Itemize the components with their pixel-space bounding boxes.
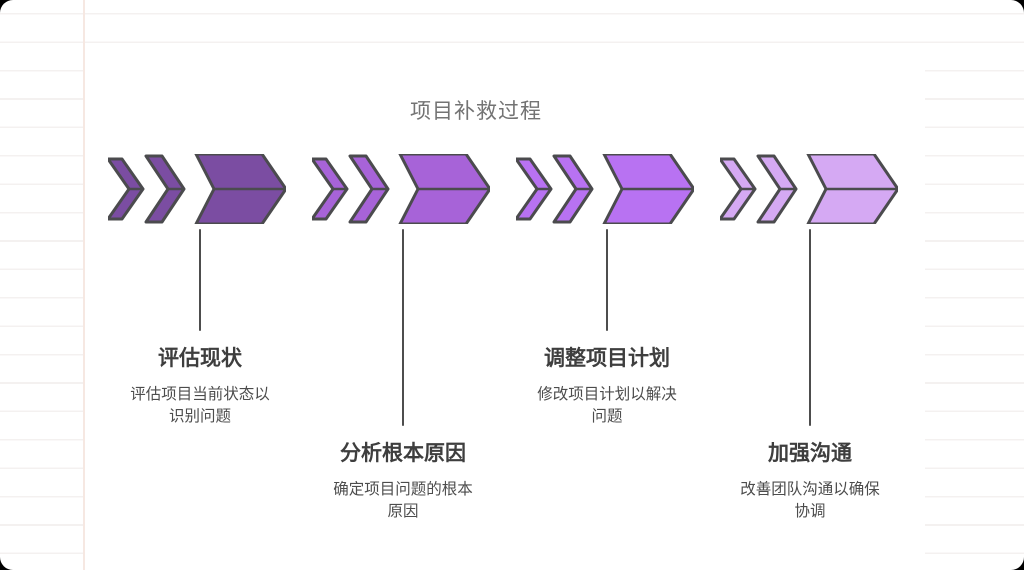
connector-line <box>199 229 201 331</box>
step-heading: 分析根本原因 <box>340 442 466 465</box>
connector-line <box>606 229 608 331</box>
step-heading: 调整项目计划 <box>544 347 670 370</box>
chevron-arrow-icon <box>720 154 898 224</box>
background-vertical-rule <box>83 0 85 570</box>
step-description: 评估项目当前状态以 识别问题 <box>130 386 270 425</box>
diagram-title: 项目补救过程 <box>410 100 542 123</box>
step-label: 加强沟通 改善团队沟通以确保 协调 <box>695 437 925 523</box>
chevron-arrow-icon <box>516 154 694 224</box>
step-description: 确定项目问题的根本 原因 <box>333 481 473 520</box>
background-cover <box>85 47 925 570</box>
chevron-arrow-icon <box>108 154 286 224</box>
step-label: 分析根本原因 确定项目问题的根本 原因 <box>288 437 518 523</box>
step-label: 评估现状 评估项目当前状态以 识别问题 <box>85 342 315 428</box>
step-description: 修改项目计划以解决 问题 <box>537 386 677 425</box>
step-heading: 评估现状 <box>158 347 242 370</box>
step-heading: 加强沟通 <box>768 442 852 465</box>
step-description: 改善团队沟通以确保 协调 <box>740 481 880 520</box>
connector-line <box>809 229 811 426</box>
chevron-arrow-icon <box>312 154 490 224</box>
connector-line <box>402 229 404 426</box>
step-label: 调整项目计划 修改项目计划以解决 问题 <box>492 342 722 428</box>
